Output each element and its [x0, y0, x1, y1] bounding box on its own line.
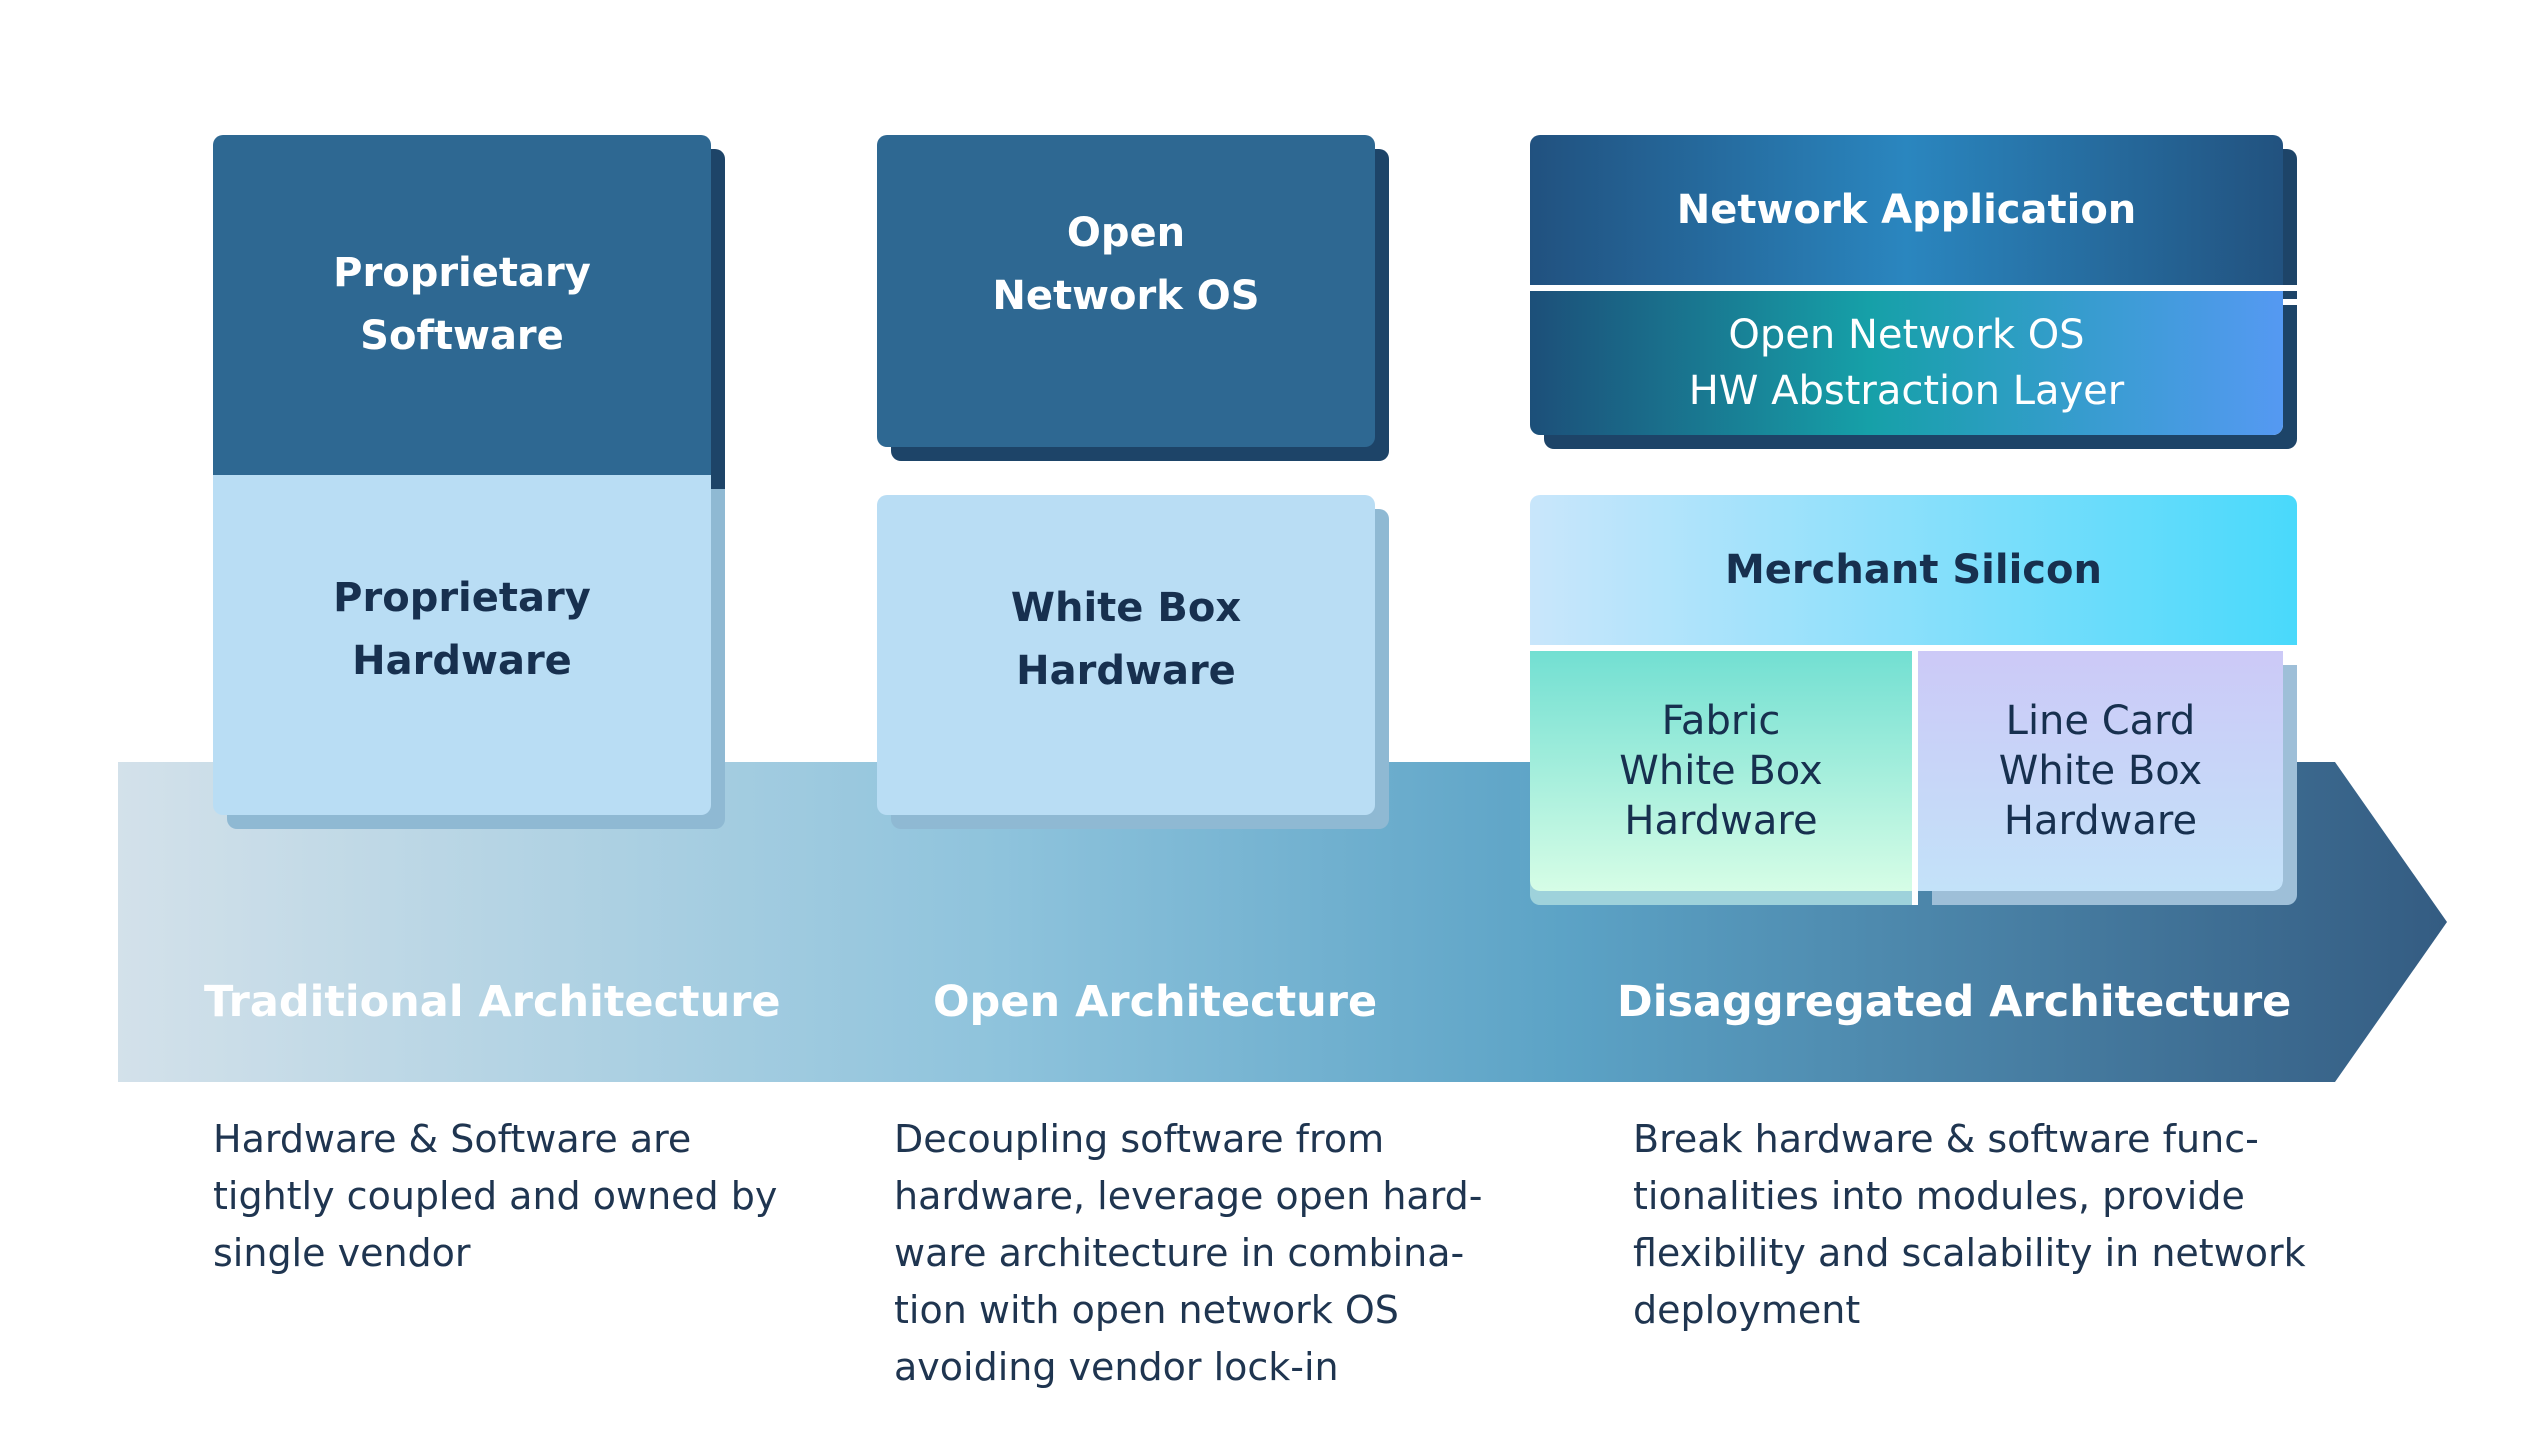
os-abstraction-label: Open Network OS HW Abstraction Layer	[1688, 312, 2125, 414]
open-network-os-block	[877, 135, 1375, 447]
line-card-hardware-block	[1918, 651, 2283, 891]
proprietary-hardware-label: Proprietary Hardware	[333, 575, 591, 684]
network-application-label: Network Application	[1676, 187, 2137, 233]
traditional-architecture-description: Hardware & Software are tightly coupled …	[213, 1117, 778, 1275]
open-architecture-title: Open Architecture	[933, 977, 1378, 1027]
hardware-divider	[1912, 651, 1918, 905]
proprietary-software-block	[213, 135, 711, 475]
merchant-silicon-block	[1530, 495, 2297, 645]
network-application-block	[1530, 135, 2283, 285]
traditional-architecture-title: Traditional Architecture	[204, 977, 781, 1027]
disaggregated-architecture-title: Disaggregated Architecture	[1617, 977, 2292, 1027]
white-box-hardware-label: White Box Hardware	[1010, 585, 1242, 694]
open-network-os-label: Open Network OS	[992, 210, 1260, 319]
proprietary-hardware-block	[213, 475, 711, 815]
silicon-divider	[1530, 645, 2297, 651]
fabric-hardware-block	[1530, 651, 1912, 891]
white-box-hardware-block	[877, 495, 1375, 815]
os-abstraction-block	[1530, 291, 2283, 435]
line-card-hardware-label: Line Card White Box Hardware	[1998, 698, 2203, 844]
merchant-silicon-label: Merchant Silicon	[1725, 547, 2102, 593]
os-abstraction-divider	[1530, 285, 2297, 291]
fabric-hardware-label: Fabric White Box Hardware	[1619, 698, 1823, 844]
proprietary-software-label: Proprietary Software	[333, 250, 591, 359]
disaggregated-architecture-description: Break hardware & software func- tionalit…	[1633, 1117, 2306, 1332]
open-architecture-description: Decoupling software from hardware, lever…	[894, 1117, 1483, 1389]
